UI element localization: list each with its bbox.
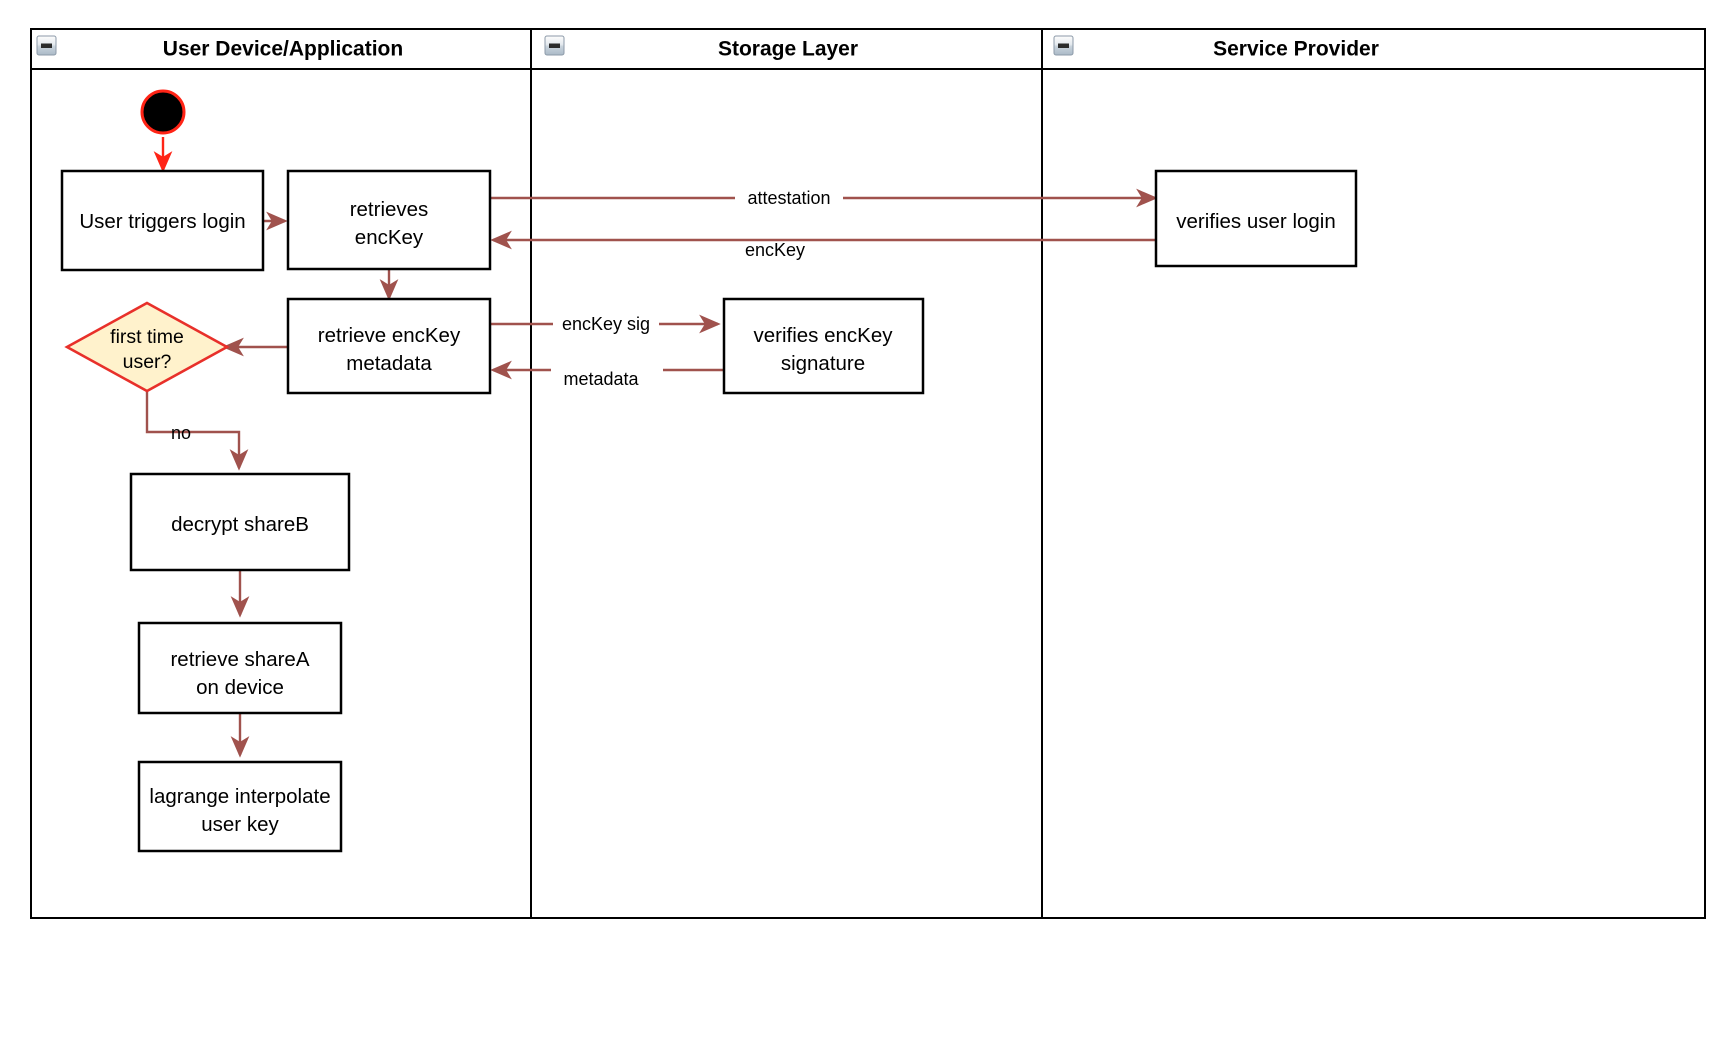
lane-outer-border	[30, 28, 1706, 919]
node-label-lagrange-line2: user key	[201, 813, 279, 836]
node-label-verifies-user-login: verifies user login	[1176, 210, 1336, 233]
node-label-user-triggers-login: User triggers login	[79, 210, 245, 233]
node-retrieves-enckey[interactable]: retrieves encKey	[286, 169, 492, 271]
node-label-verifies-enckey-signature-line1: verifies encKey	[753, 324, 893, 347]
node-label-retrieves-enckey-line1: retrieves	[350, 198, 429, 221]
node-label-lagrange-line1: lagrange interpolate	[149, 785, 330, 808]
lane-header-storage-layer[interactable]: Storage Layer	[544, 35, 858, 61]
node-label-decrypt-shareb: decrypt shareB	[171, 513, 309, 536]
node-decrypt-shareb[interactable]: decrypt shareB	[129, 472, 351, 572]
node-label-retrieve-enckey-metadata-line1: retrieve encKey	[318, 324, 461, 347]
lane-header-service-provider[interactable]: Service Provider	[1053, 35, 1379, 61]
node-retrieve-sharea-on-device[interactable]: retrieve shareA on device	[137, 621, 343, 715]
node-label-retrieve-sharea-line2: on device	[196, 676, 284, 699]
edge-label-enckey: encKey	[745, 240, 805, 260]
edge-label-enckey-sig: encKey sig	[562, 314, 650, 334]
node-label-first-time-user-line1: first time	[110, 326, 184, 348]
lane-title-user-device: User Device/Application	[163, 38, 403, 61]
collapse-minus-icon[interactable]	[36, 35, 57, 56]
node-user-triggers-login[interactable]: User triggers login	[60, 169, 265, 272]
collapse-minus-icon[interactable]	[544, 35, 565, 56]
edge-label-no: no	[171, 423, 191, 443]
node-label-verifies-enckey-signature-line2: signature	[781, 352, 865, 375]
node-verifies-user-login[interactable]: verifies user login	[1154, 169, 1358, 268]
node-label-retrieve-enckey-metadata-line2: metadata	[346, 352, 432, 375]
node-retrieve-enckey-metadata[interactable]: retrieve encKey metadata	[286, 297, 492, 395]
lane-header-user-device[interactable]: User Device/Application	[36, 35, 403, 61]
edge-label-attestation: attestation	[747, 188, 830, 208]
start-node	[140, 89, 186, 135]
lane-title-service-provider: Service Provider	[1213, 38, 1379, 61]
lane-title-storage-layer: Storage Layer	[718, 38, 858, 61]
swimlane-frame	[30, 28, 1706, 919]
node-verifies-enckey-signature[interactable]: verifies encKey signature	[722, 297, 925, 395]
node-label-retrieve-sharea-line1: retrieve shareA	[170, 648, 309, 671]
node-lagrange-interpolate-user-key[interactable]: lagrange interpolate user key	[137, 760, 343, 853]
node-first-time-user-decision[interactable]: first time user?	[64, 301, 230, 393]
edge-decision-no	[145, 390, 249, 471]
node-label-retrieves-enckey-line2: encKey	[355, 226, 424, 249]
node-label-first-time-user-line2: user?	[123, 351, 172, 373]
edge-label-metadata: metadata	[563, 369, 639, 389]
collapse-minus-icon[interactable]	[1053, 35, 1074, 56]
